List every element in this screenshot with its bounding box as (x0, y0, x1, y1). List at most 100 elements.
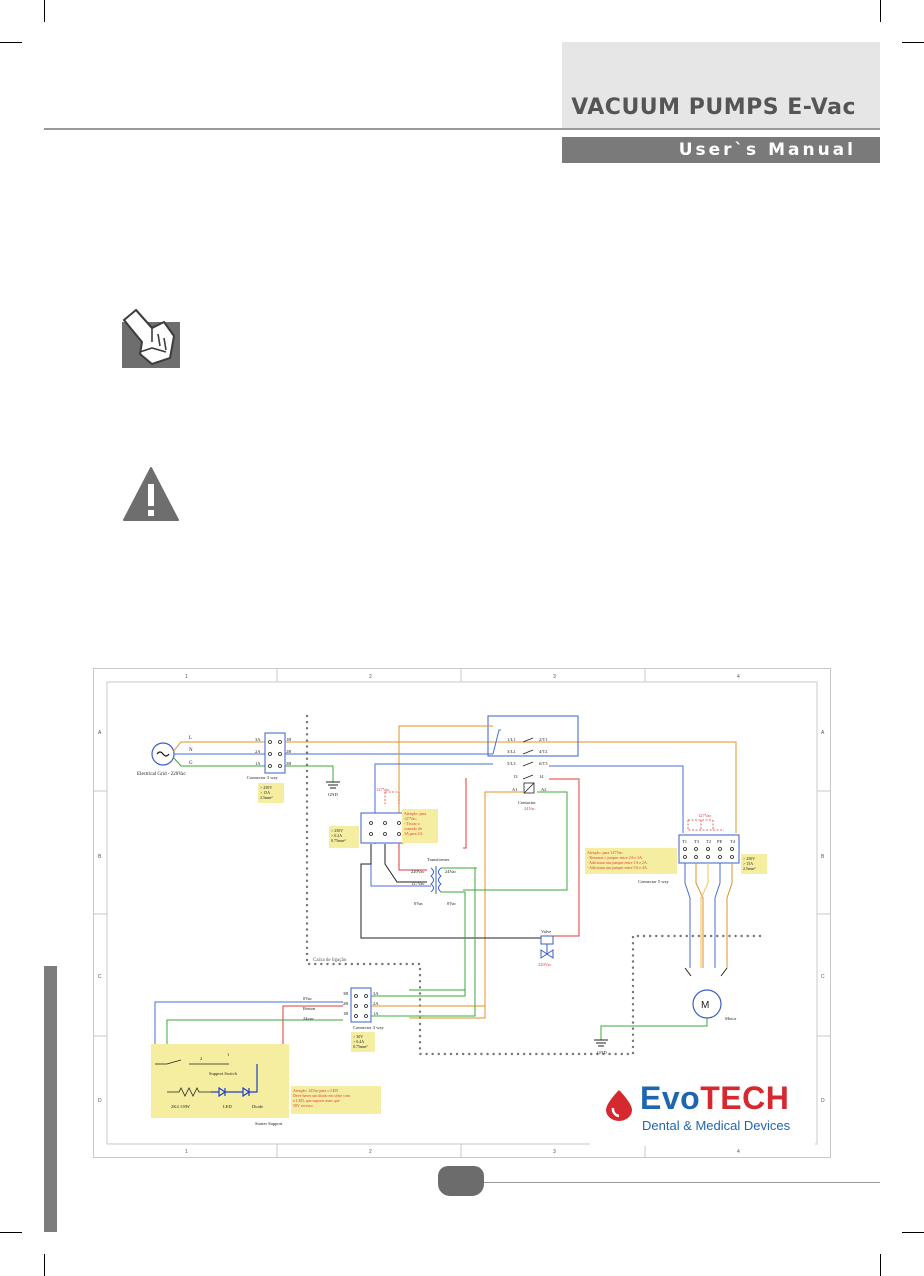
svg-text:1B: 1B (286, 737, 291, 742)
grid-col-label: 4 (737, 674, 740, 680)
svg-text:G: G (189, 761, 193, 766)
svg-text:> 250V: > 250V (743, 856, 755, 861)
svg-text:N: N (189, 748, 193, 753)
logo-tagline: Dental & Medical Devices (642, 1118, 791, 1133)
grid-col-label: 1 (185, 674, 188, 680)
svg-text:3/L2: 3/L2 (507, 749, 516, 754)
svg-text:GND: GND (597, 1050, 607, 1055)
svg-text:> 15A: > 15A (260, 790, 270, 795)
logo-drop-icon (606, 1090, 632, 1121)
svg-text:- Trocar a: - Trocar a (404, 821, 420, 826)
svg-text:T4: T4 (730, 839, 736, 844)
footer-rule (484, 1182, 880, 1183)
svg-text:Connector 5 way: Connector 5 way (638, 879, 669, 884)
grid-col-label: 1 (185, 1149, 188, 1155)
svg-text:> 0.4A: > 0.4A (353, 1039, 364, 1044)
header-rule (44, 128, 880, 130)
crop-mark (902, 1232, 924, 1233)
svg-text:2B: 2B (286, 749, 291, 754)
header-subtitle: User`s Manual (678, 140, 856, 160)
svg-text:> 0.2A: > 0.2A (331, 833, 342, 838)
header-subtitle-bar (562, 137, 880, 163)
grid-col-label: 3 (553, 674, 556, 680)
svg-text:1B: 1B (343, 1011, 348, 1016)
svg-text:L: L (189, 736, 192, 741)
grid-row-label: A (98, 730, 102, 736)
grid-col-label: 2 (369, 674, 372, 680)
svg-text:A1: A1 (512, 787, 518, 792)
crop-mark (0, 42, 22, 43)
svg-text:24vac: 24vac (303, 1016, 314, 1021)
crop-mark (880, 0, 881, 22)
svg-text:2K4 1/8W: 2K4 1/8W (171, 1104, 191, 1109)
svg-text:PE: PE (717, 839, 723, 844)
page-number-tab (438, 1166, 484, 1196)
svg-text:Support Switch: Support Switch (209, 1071, 238, 1076)
svg-text:Starter Support: Starter Support (255, 1121, 283, 1126)
svg-text:24Vac: 24Vac (445, 869, 456, 874)
grid-row-label: C (821, 974, 825, 980)
svg-text:3A: 3A (373, 991, 379, 996)
evotech-logo: EvoTECH Dental & Medical Devices (590, 1074, 815, 1146)
svg-text:6/T3: 6/T3 (539, 761, 548, 766)
logo-evo: Evo (640, 1080, 701, 1116)
grid-row-label: A (821, 730, 825, 736)
svg-text:1: 1 (227, 1052, 229, 1057)
crop-mark (902, 42, 924, 43)
header-title: VACUUM PUMPS E-Vac (571, 95, 856, 120)
svg-text:T1: T1 (682, 839, 687, 844)
svg-text:> 30V: > 30V (353, 1034, 363, 1039)
svg-text:Connector 3 way: Connector 3 way (247, 775, 278, 780)
svg-text:13: 13 (513, 774, 518, 779)
svg-text:2/T1: 2/T1 (539, 737, 548, 742)
svg-text:T3: T3 (694, 839, 700, 844)
svg-text:GND: GND (328, 792, 338, 797)
svg-text:Deve haver um diodo em série c: Deve haver um diodo em série com (293, 1093, 351, 1098)
svg-text:127Vac: 127Vac (376, 787, 390, 792)
grid-col-label: 2 (369, 1149, 372, 1155)
svg-text:127Vac: 127Vac (698, 813, 712, 818)
crop-mark (880, 1254, 881, 1276)
svg-text:220Vac: 220Vac (411, 869, 425, 874)
svg-text:24Vac: 24Vac (524, 806, 535, 811)
svg-text:2A: 2A (373, 1001, 379, 1006)
svg-text:Atenção: para: Atenção: para (404, 811, 427, 816)
svg-text:Valve: Valve (541, 929, 551, 934)
logo-tech: TECH (700, 1080, 790, 1116)
svg-text:LED: LED (223, 1104, 232, 1109)
svg-text:4/T2: 4/T2 (539, 749, 548, 754)
svg-text:- Retornar o jumper entre 2A e: - Retornar o jumper entre 2A e 3A. (587, 855, 643, 860)
svg-text:2.5mm²: 2.5mm² (743, 866, 756, 871)
logo-wordmark: EvoTECH (640, 1080, 789, 1117)
svg-text:1A: 1A (255, 761, 261, 766)
svg-text:- Adicionar um jumper entre 5A: - Adicionar um jumper entre 5A e 4A. (587, 865, 648, 870)
svg-text:127Vac:: 127Vac: (404, 816, 417, 821)
svg-text:2B: 2B (343, 1001, 348, 1006)
svg-text:0.75mm²: 0.75mm² (353, 1044, 368, 1049)
svg-text:2A: 2A (255, 749, 261, 754)
svg-text:> 250V: > 250V (331, 828, 343, 833)
svg-text:Contactor: Contactor (518, 800, 536, 805)
svg-text:Atenção: para 127Vac:: Atenção: para 127Vac: (587, 850, 623, 855)
svg-text:- Adicionar um jumper entre 1A: - Adicionar um jumper entre 1A e 2A. (587, 860, 648, 865)
svg-text:T2: T2 (706, 839, 711, 844)
svg-text:0Vac: 0Vac (303, 996, 312, 1001)
grid-row-label: B (98, 854, 102, 860)
svg-text:Connector 3 way: Connector 3 way (353, 1025, 384, 1030)
svg-text:M: M (701, 1000, 709, 1011)
svg-text:Atenção: 24Vac para o LED: Atenção: 24Vac para o LED (293, 1088, 338, 1093)
crop-mark (0, 1232, 22, 1233)
svg-text:3B: 3B (286, 761, 291, 766)
svg-text:1/L1: 1/L1 (507, 737, 516, 742)
svg-text:Diode: Diode (252, 1104, 263, 1109)
hand-pointer-icon (122, 308, 180, 368)
svg-text:> 15A: > 15A (743, 861, 753, 866)
grid-col-label: 3 (553, 1149, 556, 1155)
svg-text:o LED, que suporte mais que: o LED, que suporte mais que (293, 1098, 340, 1104)
crop-mark (44, 1254, 45, 1276)
grid-row-label: C (98, 974, 102, 980)
grid-row-label: D (821, 1098, 825, 1104)
svg-text:3B: 3B (343, 991, 348, 996)
grid-row-label: B (821, 854, 825, 860)
svg-text:127Vac: 127Vac (411, 881, 425, 886)
